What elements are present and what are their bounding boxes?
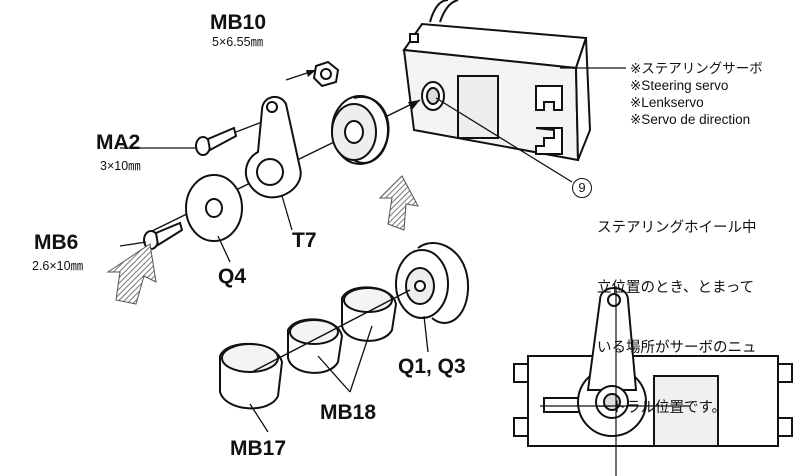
step-number: 9 <box>572 178 592 198</box>
servo-note: ※ステアリングサーボ ※Steering servo ※Lenkservo ※S… <box>630 60 763 128</box>
axis-arrow <box>408 100 420 110</box>
step-text-line-3: いる場所がサーボのニュ <box>597 340 757 356</box>
step-text-line-1: ステアリングホイール中 <box>597 220 757 236</box>
mb10-code: MB10 <box>210 11 267 34</box>
q4-label: Q4 <box>218 265 247 288</box>
servo-note-jp: ※ステアリングサーボ <box>630 61 763 76</box>
mb10-nut <box>312 60 340 88</box>
mb17-label: MB17 <box>230 437 287 460</box>
lower-axis <box>251 289 411 373</box>
mb6-screw <box>143 221 184 250</box>
ma2-code: MA2 <box>96 131 141 154</box>
q4-washer <box>185 174 243 242</box>
servo-note-fr: ※Servo de direction <box>630 112 751 127</box>
mb10-size: 5×6.55㎜ <box>212 35 264 49</box>
ma2-screw <box>195 126 238 156</box>
mb6-size: 2.6×10㎜ <box>32 259 84 273</box>
step-9-note: 9 <box>572 178 597 198</box>
t7-servo-horn <box>244 95 302 199</box>
step-9-text: ステアリングホイール中 立位置のとき、とまって いる場所がサーボのニュ ートラル… <box>597 178 757 438</box>
servo-top-view <box>513 287 793 447</box>
step-text-line-4: ートラル位置です。 <box>597 400 727 416</box>
step-leader <box>435 97 573 183</box>
servo-saver-hub <box>331 95 390 165</box>
q1-q3-label: Q1, Q3 <box>398 355 466 378</box>
neutral-crosshair <box>540 286 690 476</box>
mb17-collar <box>219 343 284 410</box>
servo-note-de: ※Lenkservo <box>630 95 704 110</box>
step-text-line-2: 立位置のとき、とまって <box>597 280 755 296</box>
steering-servo <box>402 22 592 162</box>
t7-label: T7 <box>292 229 317 252</box>
mb6-code: MB6 <box>34 231 79 254</box>
mb18-collars <box>287 286 398 374</box>
servo-note-en: ※Steering servo <box>630 78 729 93</box>
mb18-label: MB18 <box>320 401 377 424</box>
direction-arrow-right <box>378 175 419 231</box>
servo-wire <box>429 0 459 23</box>
label-leaders <box>119 147 429 433</box>
q1-q3-hub <box>395 242 470 324</box>
ma2-size: 3×10㎜ <box>100 159 141 173</box>
direction-arrow-left <box>106 243 157 305</box>
